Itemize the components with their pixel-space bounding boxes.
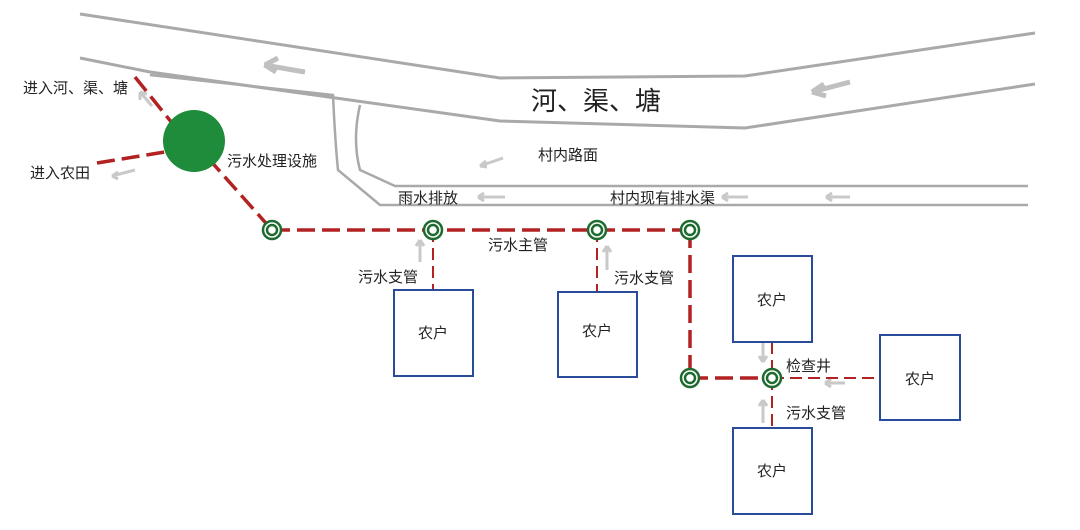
branch2-arrow (601, 245, 613, 270)
treatment-facility-label: 污水处理设施 (227, 152, 317, 170)
household-5 (732, 427, 813, 515)
existing-channel-label: 村内现有排水渠 (610, 189, 715, 207)
branch-pipe-label-3: 污水支管 (786, 404, 846, 422)
channel-arrow-2 (825, 191, 850, 203)
river-banks (79, 12, 1036, 130)
channel-arrow-1 (721, 191, 748, 203)
household-label: 农户 (905, 370, 935, 388)
road-arrow (479, 156, 504, 169)
rain-drainage-label: 雨水排放 (398, 189, 458, 207)
road-surface-label: 村内路面 (538, 146, 598, 164)
branch-pipe-label-1: 污水支管 (358, 268, 418, 286)
house-right-arrow (824, 377, 845, 389)
text-labels: 河、渠、塘 进入河、渠、塘 进入农田 污水处理设施 村内路面 雨水排放 村内现有… (23, 79, 846, 422)
main-pipe-label: 污水主管 (488, 236, 548, 254)
inspection-wells (261, 219, 783, 389)
into-river-label: 进入河、渠、塘 (23, 79, 128, 97)
household-2 (557, 291, 638, 378)
branch-pipe-label-2: 污水支管 (614, 269, 674, 287)
river-label: 河、渠、塘 (531, 87, 661, 117)
road-edges (149, 73, 1028, 207)
inspection-well-label: 检查井 (786, 357, 831, 375)
rain-arrow (477, 191, 505, 203)
into-river-arrow (138, 90, 154, 107)
river-arrowhead-right (810, 81, 827, 99)
household-4 (879, 334, 961, 421)
household-3 (732, 255, 813, 343)
household-label: 农户 (418, 324, 448, 342)
treatment-facility-node (163, 110, 225, 172)
house-bottom-arrow (757, 399, 769, 423)
into-farm-arrow (111, 168, 136, 181)
pipe-to-river (133, 75, 174, 125)
household-1 (393, 289, 474, 377)
branch1-arrow (414, 239, 426, 262)
flow-arrows (263, 55, 851, 99)
pipe-facility-link (206, 156, 274, 232)
household-label: 农户 (757, 462, 787, 480)
household-label: 农户 (757, 291, 787, 309)
house-top-arrow (757, 343, 769, 363)
river-arrowhead-left (263, 55, 280, 75)
pipe-to-farmland (96, 150, 166, 165)
small-arrows (111, 90, 850, 423)
sewage-pipes (96, 75, 772, 380)
households: 农户 农户 农户 农户 农户 (393, 255, 961, 515)
into-farmland-label: 进入农田 (30, 164, 90, 182)
household-label: 农户 (582, 322, 612, 340)
